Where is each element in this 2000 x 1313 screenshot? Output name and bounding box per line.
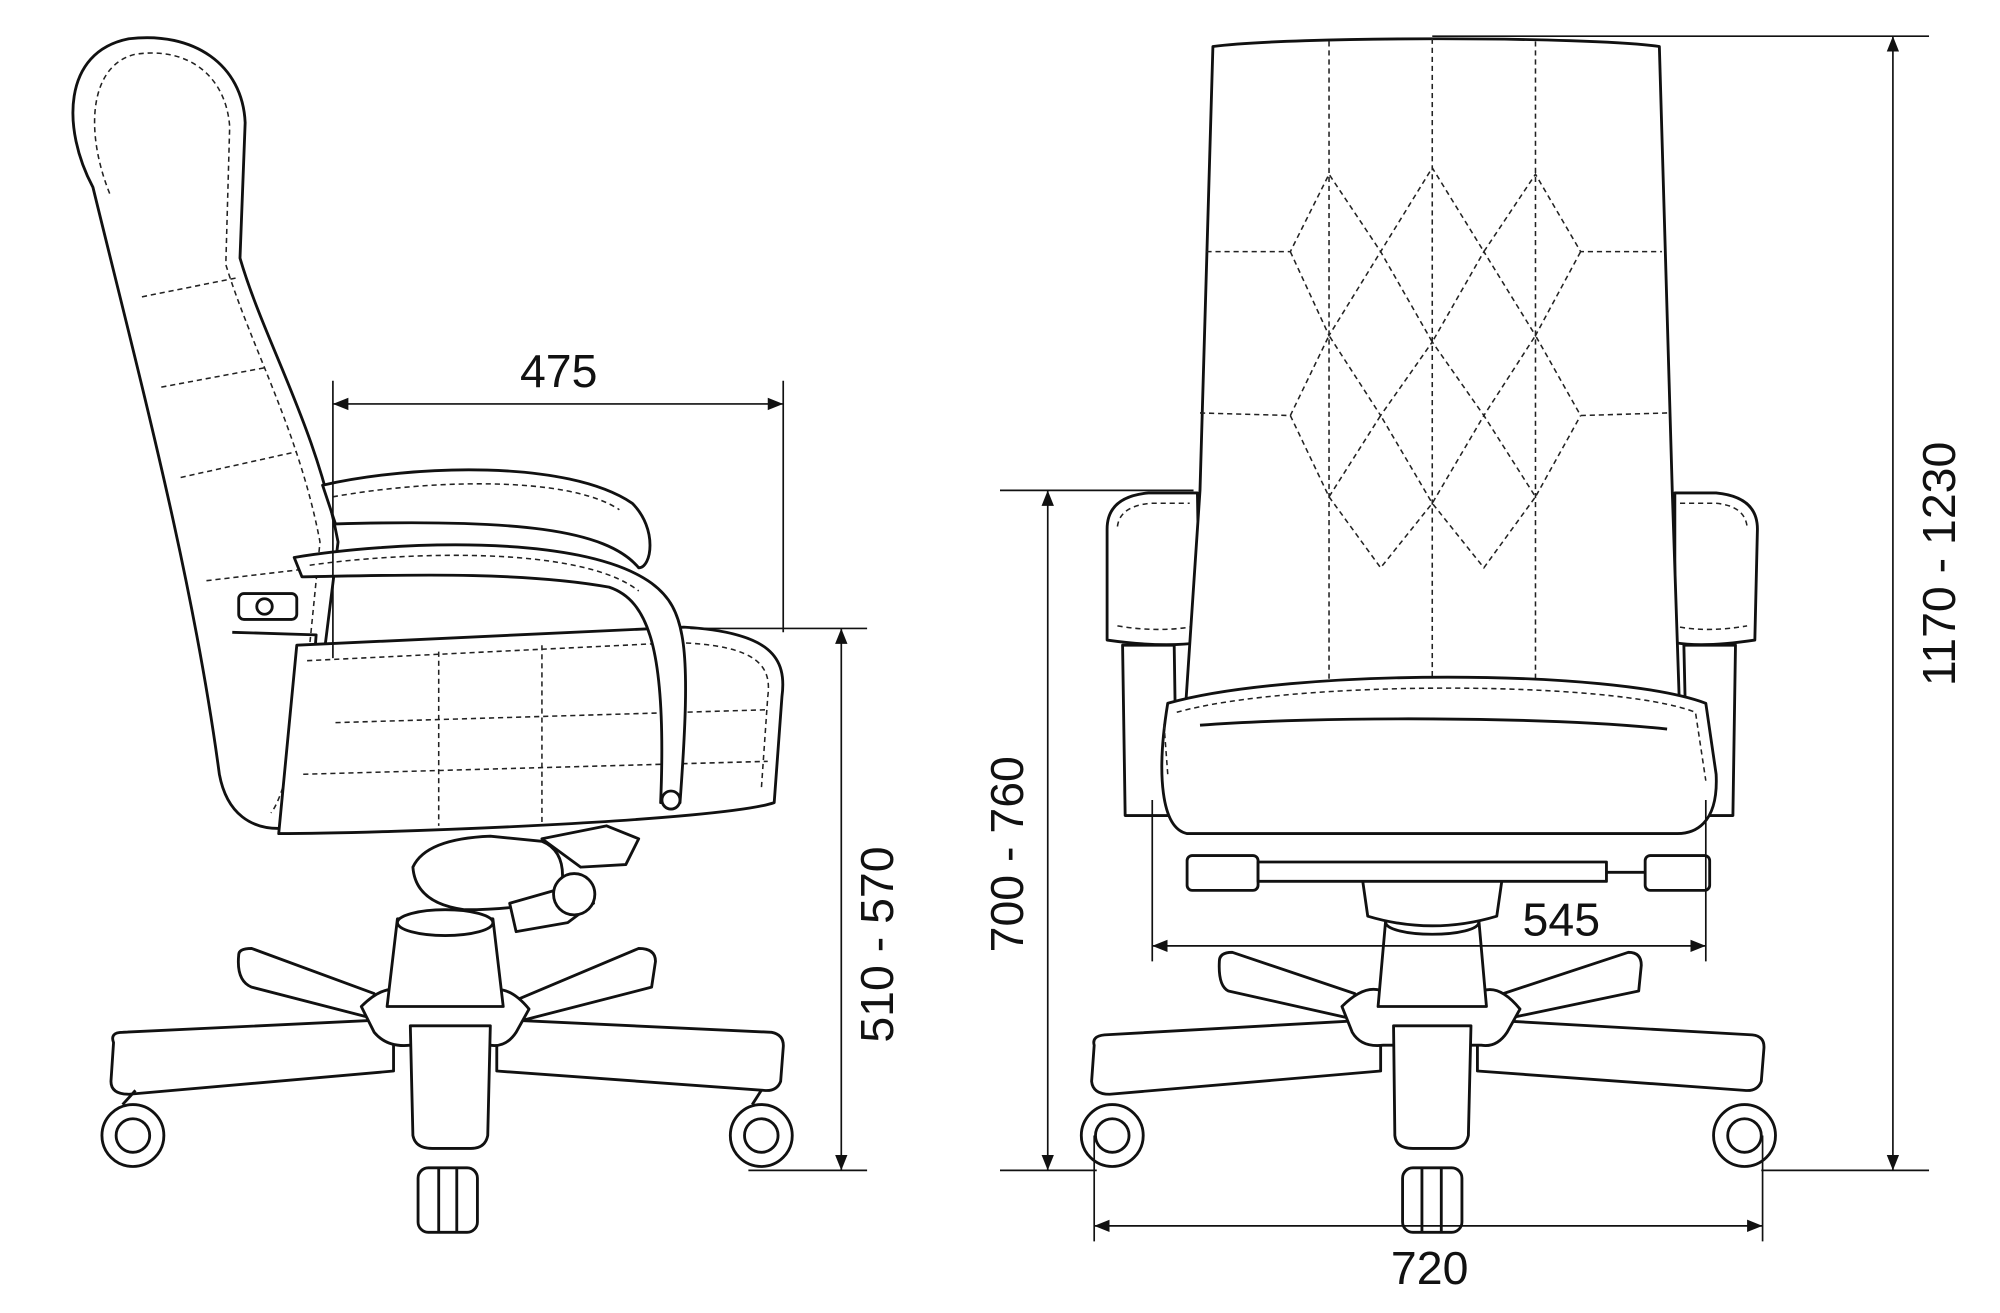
side-casters <box>100 1089 794 1234</box>
dimension-base-width: 720 <box>1093 1135 1764 1294</box>
total-height-label: 1170 - 1230 <box>1913 442 1965 686</box>
side-mechanism <box>411 824 641 934</box>
dimension-armrest-height: 700 - 760 <box>981 489 1194 1172</box>
seat-depth-label: 475 <box>520 345 597 397</box>
front-base <box>1090 869 1766 1150</box>
base-width-label: 720 <box>1391 1242 1468 1294</box>
armrest-height-label: 700 - 760 <box>981 756 1033 952</box>
dimension-seat-depth: 475 <box>332 345 785 659</box>
side-view-chair <box>71 36 794 1234</box>
dimension-inner-width: 545 <box>1151 800 1707 962</box>
inner-width-label: 545 <box>1523 894 1600 946</box>
side-seat <box>277 625 785 836</box>
front-mechanism <box>1185 854 1712 892</box>
front-seat <box>1160 675 1718 836</box>
seat-height-label: 510 - 570 <box>851 846 903 1042</box>
dimension-total-height: 1170 - 1230 <box>1432 35 1965 1172</box>
front-backrest <box>1183 37 1682 725</box>
dimension-seat-height: 510 - 570 <box>690 627 903 1172</box>
side-base <box>109 908 785 1150</box>
front-view-chair <box>1079 37 1777 1234</box>
